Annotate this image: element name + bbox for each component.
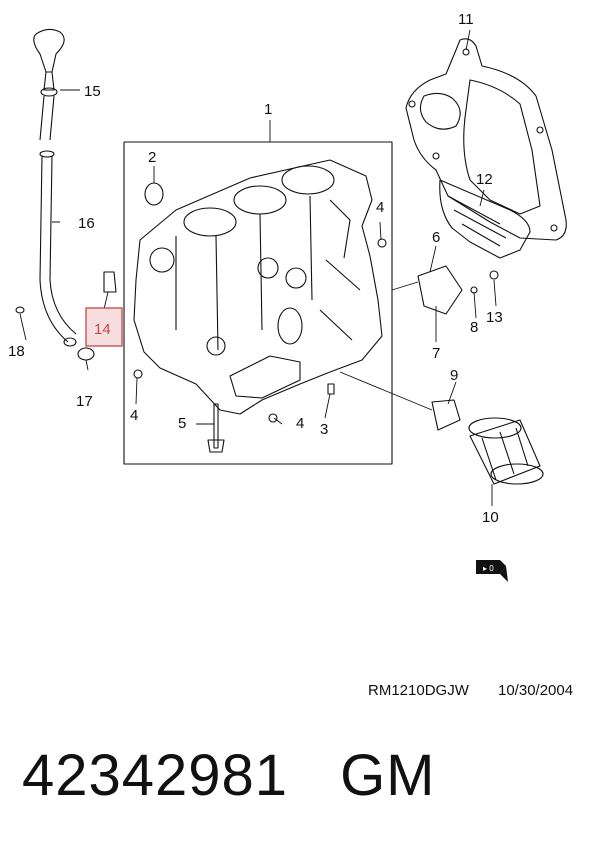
part-number: 42342981 xyxy=(22,743,289,808)
cover-gasket xyxy=(405,38,567,241)
callout-6: 6 xyxy=(432,229,440,246)
callout-7: 7 xyxy=(432,345,440,362)
filter-fitting xyxy=(431,399,461,431)
direction-arrow-icon: ▸ 0 xyxy=(476,560,508,582)
callout-1: 1 xyxy=(264,101,272,118)
callout-9: 9 xyxy=(450,367,458,384)
reference-date: 10/30/2004 xyxy=(498,682,574,699)
part-number-line: 42342981 GM xyxy=(22,742,436,809)
reference-code: RM1210DGJW xyxy=(368,682,469,699)
highlight-box xyxy=(85,307,123,347)
callout-5: 5 xyxy=(178,415,186,432)
callout-4-bottom: 4 xyxy=(296,415,304,432)
callout-14: 14 xyxy=(94,321,111,338)
callout-12: 12 xyxy=(476,171,493,188)
oil-filter xyxy=(468,417,544,485)
cover-plate xyxy=(439,179,531,259)
exploded-parts-diagram: 1 2 3 4 4 4 5 6 7 8 9 10 11 12 13 14 15 … xyxy=(8,11,567,582)
callout-4-left: 4 xyxy=(130,407,138,424)
callout-8: 8 xyxy=(470,319,478,336)
arrow-badge-text: ▸ 0 xyxy=(483,564,494,573)
callout-13: 13 xyxy=(486,309,503,326)
callout-16: 16 xyxy=(78,215,95,232)
callout-11: 11 xyxy=(458,11,474,28)
leader-lines xyxy=(19,29,497,506)
callout-15: 15 xyxy=(84,83,101,100)
expansion-plug xyxy=(144,182,164,206)
pressure-switch xyxy=(417,265,463,315)
brand-name: GM xyxy=(340,743,436,808)
fittings xyxy=(15,238,499,453)
callout-2: 2 xyxy=(148,149,156,166)
block-frame xyxy=(123,141,393,465)
dipstick xyxy=(33,28,77,347)
callout-3: 3 xyxy=(320,421,328,438)
callout-10: 10 xyxy=(482,509,499,526)
callout-18: 18 xyxy=(8,343,25,360)
engine-block xyxy=(133,159,383,415)
callout-4-right: 4 xyxy=(376,199,384,216)
callout-17: 17 xyxy=(76,393,93,410)
